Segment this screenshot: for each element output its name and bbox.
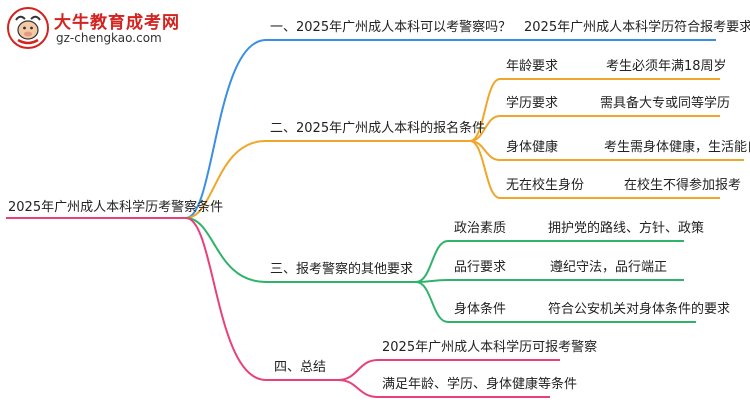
brand-title: 大牛教育成考网 [54,13,180,33]
branch-3-child-1-detail: 拥护党的路线、方针、政策 [548,221,705,236]
branch-2-child-2-detail: 需具备大专或同等学历 [600,96,731,111]
branch-3-child-3-curve [415,281,449,323]
branch-1-label: 一、2025年广州成人本科可以考警察吗？ [270,20,512,35]
branch-4-curve [185,217,267,381]
branch-4-child-2: 满足年龄、学历、身体健康等条件 [382,377,578,392]
branch-2-child-4-detail: 在校生不得参加报考 [624,178,742,193]
brand-logo: 大牛教育成考网 gz-chengkao.com [6,6,216,52]
bull-mascot-icon [7,7,49,49]
branch-4-label: 四、总结 [274,360,327,375]
branch-3-label: 三、报考警察的其他要求 [270,262,414,277]
branch-1-curve [185,39,267,219]
branch-3-child-3-label: 身体条件 [454,302,507,317]
branch-2-child-3-label: 身体健康 [506,140,559,155]
branch-2-label: 二、2025年广州成人本科的报名条件 [270,121,486,136]
branch-2-child-1-label: 年龄要求 [506,59,559,74]
branch-3-child-2-label: 品行要求 [454,260,507,275]
branch-3-child-2-detail: 遵纪守法，品行端正 [550,260,668,275]
branch-4-child-2-curve [337,379,379,398]
branch-2-child-3-detail: 考生需身体健康，生活能自理 [604,140,750,155]
mindmap-root: 2025年广州成人本科学历考警察条件 [8,200,224,215]
branch-2-child-2-curve [469,115,501,142]
branch-2-curve [185,140,267,219]
branch-4-child-1: 2025年广州成人本科学历可报考警察 [382,340,598,355]
brand-url: gz-chengkao.com [56,31,162,45]
branch-3-child-1-label: 政治素质 [454,221,507,236]
branch-1-child-1: 2025年广州成人本科学历符合报考要求 [524,20,750,35]
branch-3-child-1-curve [415,240,449,283]
branch-3-curve [185,217,267,283]
branch-4-child-1-curve [337,359,379,381]
branch-3-child-3-detail: 符合公安机关对身体条件的要求 [548,302,731,317]
branch-2-child-4-label: 无在校生身份 [506,178,585,193]
branch-2-child-1-detail: 考生必须年满18周岁 [606,59,727,74]
branch-2-child-2-label: 学历要求 [506,96,559,111]
branch-2-child-4-curve [469,140,501,199]
